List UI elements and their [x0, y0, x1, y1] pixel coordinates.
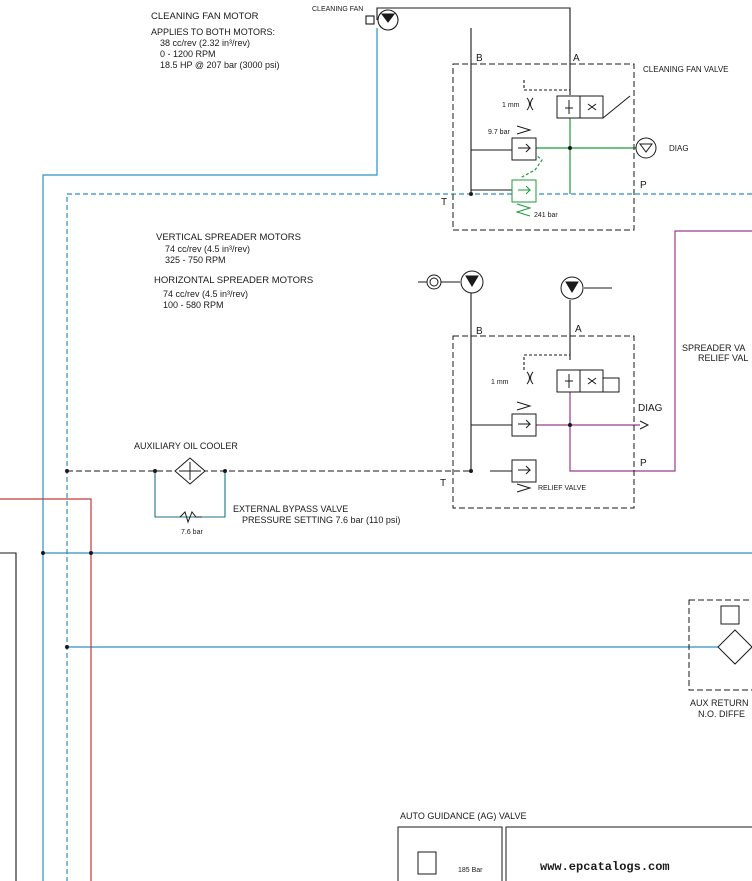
- fan-valve-title: CLEANING FAN VALVE: [643, 65, 729, 74]
- fan-motor-spec3: 0 - 1200 RPM: [160, 49, 216, 59]
- cleaning-fan-valve-box: [452, 63, 635, 231]
- spreader-diag-port-icon: [639, 420, 650, 430]
- port-a1: A: [573, 53, 580, 64]
- port-t2: T: [440, 478, 446, 489]
- horiz-motors-title: HORIZONTAL SPREADER MOTORS: [154, 275, 313, 286]
- spreader-reducing-valve-icon: [511, 401, 537, 437]
- ag-valve-box-right: [505, 826, 752, 881]
- port-b1: B: [476, 53, 483, 64]
- ag-solenoid-icon: [417, 851, 437, 875]
- spreader-orifice-icon: [526, 371, 534, 385]
- supply-lines: [0, 498, 92, 881]
- vertical-spreader-motor-icon: [426, 270, 484, 294]
- fan-diag-port-icon: [635, 137, 657, 159]
- port-b2: B: [476, 326, 483, 337]
- fan-motor-port-b: [376, 7, 571, 95]
- watermark: www.epcatalogs.com: [540, 860, 670, 874]
- aux-oil-cooler-icon: [174, 457, 206, 485]
- horizontal-spreader-motor-icon: [560, 276, 584, 300]
- bypass-valve-icon: [179, 511, 202, 524]
- bypass-title: EXTERNAL BYPASS VALVE: [233, 504, 348, 514]
- orifice2: 1 mm: [491, 379, 509, 386]
- aux-return2: N.O. DIFFE: [698, 709, 745, 719]
- horiz-spec2: 100 - 580 RPM: [163, 300, 224, 310]
- pressure-97: 9.7 bar: [488, 129, 510, 136]
- fan-motor-title: CLEANING FAN MOTOR: [151, 11, 259, 22]
- ag-185: 185 Bar: [458, 867, 483, 874]
- left-box-edge: [0, 552, 17, 881]
- fan-reducing-valve-icon: [511, 125, 537, 161]
- labels: CLEANING FAN MOTOR APPLIES TO BOTH MOTOR…: [134, 6, 749, 874]
- cleaning-fan-motor-icon: [365, 9, 399, 31]
- fan-orifice-icon: [526, 97, 534, 111]
- vert-spec2: 325 - 750 RPM: [165, 255, 226, 265]
- red-supply-line: [0, 498, 92, 881]
- ag-valve-box-left: [397, 826, 503, 881]
- spreader-relief2: RELIEF VAL: [698, 353, 748, 363]
- fan-directional-valve-icon: [556, 95, 631, 119]
- spreader-directional-valve-icon: [556, 369, 620, 393]
- fan-motor-spec4: 18.5 HP @ 207 bar (3000 psi): [160, 60, 280, 70]
- aux-cooler-label: AUXILIARY OIL COOLER: [134, 441, 238, 451]
- spreader-pressure-line: [569, 230, 752, 472]
- bypass-76: 7.6 bar: [181, 529, 203, 536]
- spreader-valve-box: [452, 335, 635, 509]
- fan-case-drain-line: [42, 28, 378, 881]
- spreader-relief1: SPREADER VA: [682, 343, 745, 353]
- port-p1: P: [640, 180, 647, 191]
- spreader-relief-valve-icon: [511, 459, 537, 493]
- fan-motor-tag: CLEANING FAN: [312, 6, 363, 13]
- port-p2: P: [640, 458, 647, 469]
- orifice1: 1 mm: [502, 102, 520, 109]
- vert-spec1: 74 cc/rev (4.5 in³/rev): [165, 244, 250, 254]
- horiz-spec1: 74 cc/rev (4.5 in³/rev): [163, 289, 248, 299]
- vert-motors-title: VERTICAL SPREADER MOTORS: [156, 232, 301, 243]
- valve-boxes: [397, 63, 752, 881]
- diag1: DIAG: [669, 144, 689, 153]
- fan-motor-spec1: APPLIES TO BOTH MOTORS:: [151, 27, 275, 37]
- aux-return-valve-box: [688, 599, 752, 691]
- fan-relief-valve-icon: [511, 179, 537, 217]
- bypass-setting: PRESSURE SETTING 7.6 bar (110 psi): [242, 515, 400, 525]
- junction-dots: [41, 146, 572, 649]
- spreader-dashed-pilot: [523, 354, 570, 370]
- fan-dashed-pilot: [523, 80, 570, 91]
- port-t1: T: [441, 197, 447, 208]
- ag-valve-label: AUTO GUIDANCE (AG) VALVE: [400, 811, 527, 821]
- fan-motor-spec2: 38 cc/rev (2.32 in³/rev): [160, 38, 250, 48]
- diag2: DIAG: [638, 403, 663, 414]
- relief-241: 241 bar: [534, 212, 558, 219]
- port-a2: A: [575, 324, 582, 335]
- aux-return1: AUX RETURN: [690, 698, 749, 708]
- spreader-lines: [536, 230, 752, 472]
- relief-valve-label: RELIEF VALVE: [538, 485, 586, 492]
- aux-return-filter-icon: [717, 605, 752, 665]
